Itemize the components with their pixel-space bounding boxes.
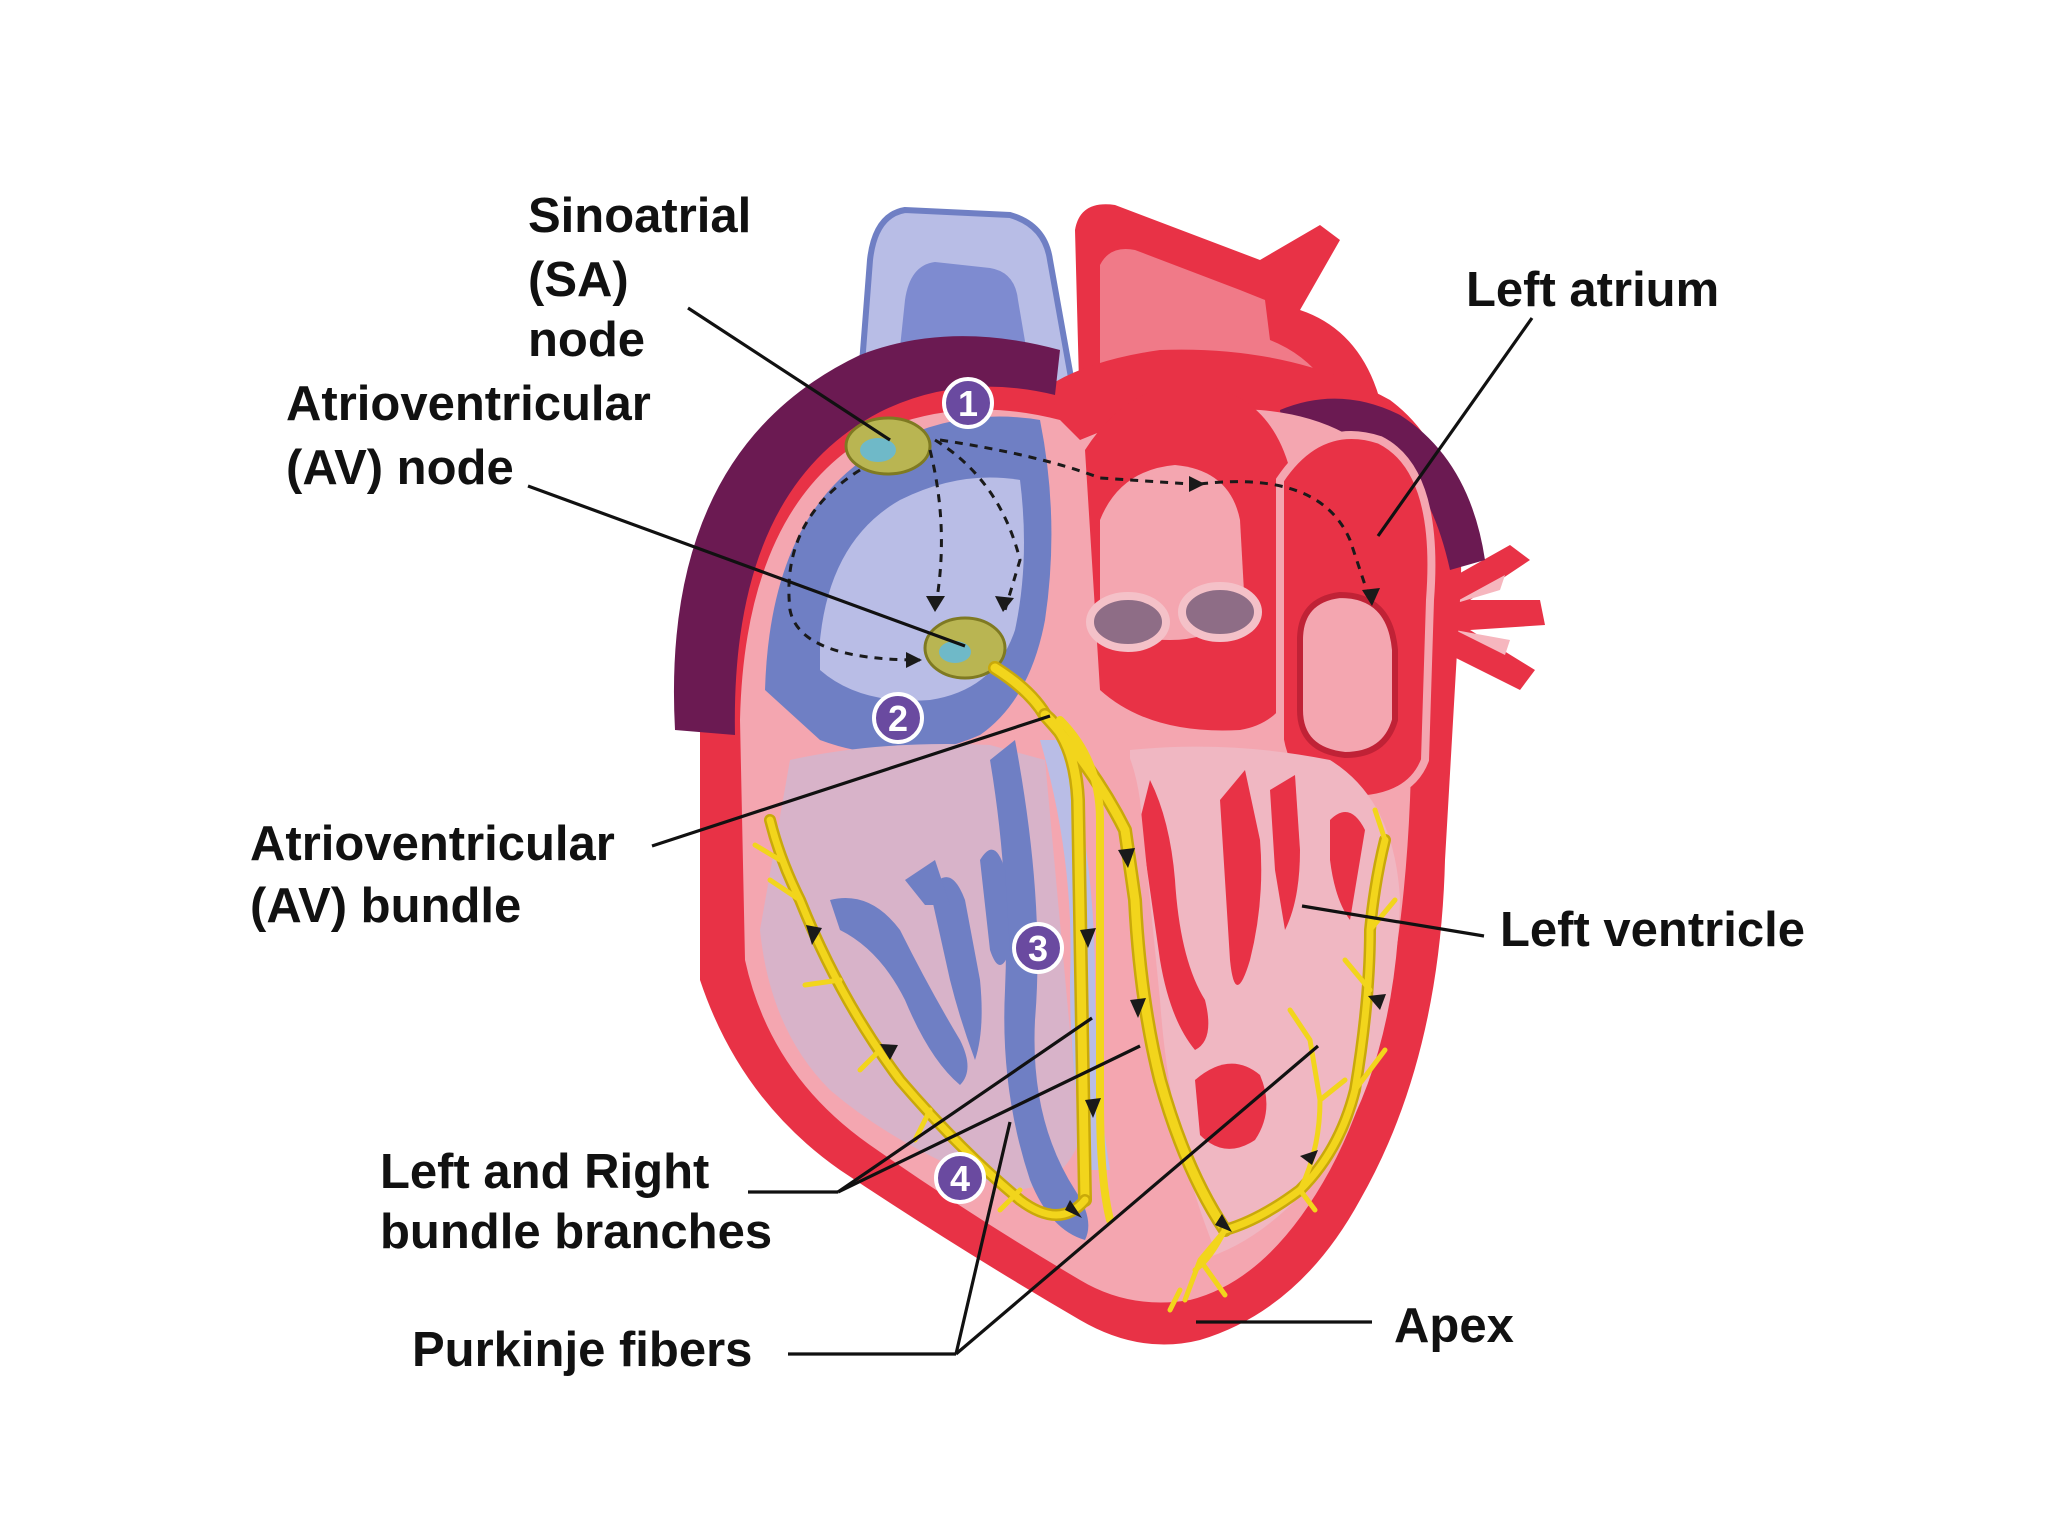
- right-ventricle: [760, 744, 1080, 1190]
- step-marker-3: 3: [1012, 922, 1064, 974]
- conduction-arrows: [806, 848, 1386, 1232]
- impulse-arrows: [787, 438, 1380, 668]
- label-left-ventricle: Left ventricle: [1500, 903, 1805, 957]
- label-purkinje-fibers: Purkinje fibers: [412, 1323, 752, 1377]
- right-ventricle-septal-band: [990, 740, 1089, 1240]
- valve-cusp-left: [1086, 592, 1170, 652]
- svg-text:2: 2: [888, 698, 908, 739]
- label-av-bundle: Atrioventricular (AV) bundle: [250, 817, 629, 933]
- leader-lines: [527, 306, 1534, 1356]
- pericardium-left: [1280, 398, 1485, 570]
- sa-node-center: [860, 438, 896, 462]
- svg-text:3: 3: [1028, 928, 1048, 969]
- label-left-atrium: Left atrium: [1466, 263, 1719, 317]
- step-marker-4: 4: [934, 1152, 986, 1204]
- svg-text:4: 4: [950, 1158, 970, 1199]
- pericardium-right: [673, 336, 1060, 735]
- label-bundle-branches: Left and Right bundle branches: [380, 1145, 772, 1259]
- valve-cusp-right: [1178, 582, 1262, 642]
- labels: Sinoatrial (SA) node Atrioventricular (A…: [250, 189, 1805, 1377]
- label-apex: Apex: [1394, 1299, 1514, 1353]
- left-papillary-muscles: [1140, 770, 1365, 1149]
- right-papillary-muscles: [830, 849, 1010, 1085]
- pulmonary-vein-highlight: [1450, 575, 1510, 655]
- label-sa-node: Sinoatrial (SA) node: [528, 189, 765, 367]
- label-av-node: Atrioventricular (AV) node: [286, 377, 665, 495]
- step-marker-1: 1: [942, 377, 994, 429]
- svg-text:1: 1: [958, 383, 978, 424]
- av-node-center: [939, 641, 971, 663]
- left-atrium-cavity: [1297, 591, 1398, 759]
- conduction-system: [752, 661, 1398, 1313]
- step-marker-2: 2: [872, 692, 924, 744]
